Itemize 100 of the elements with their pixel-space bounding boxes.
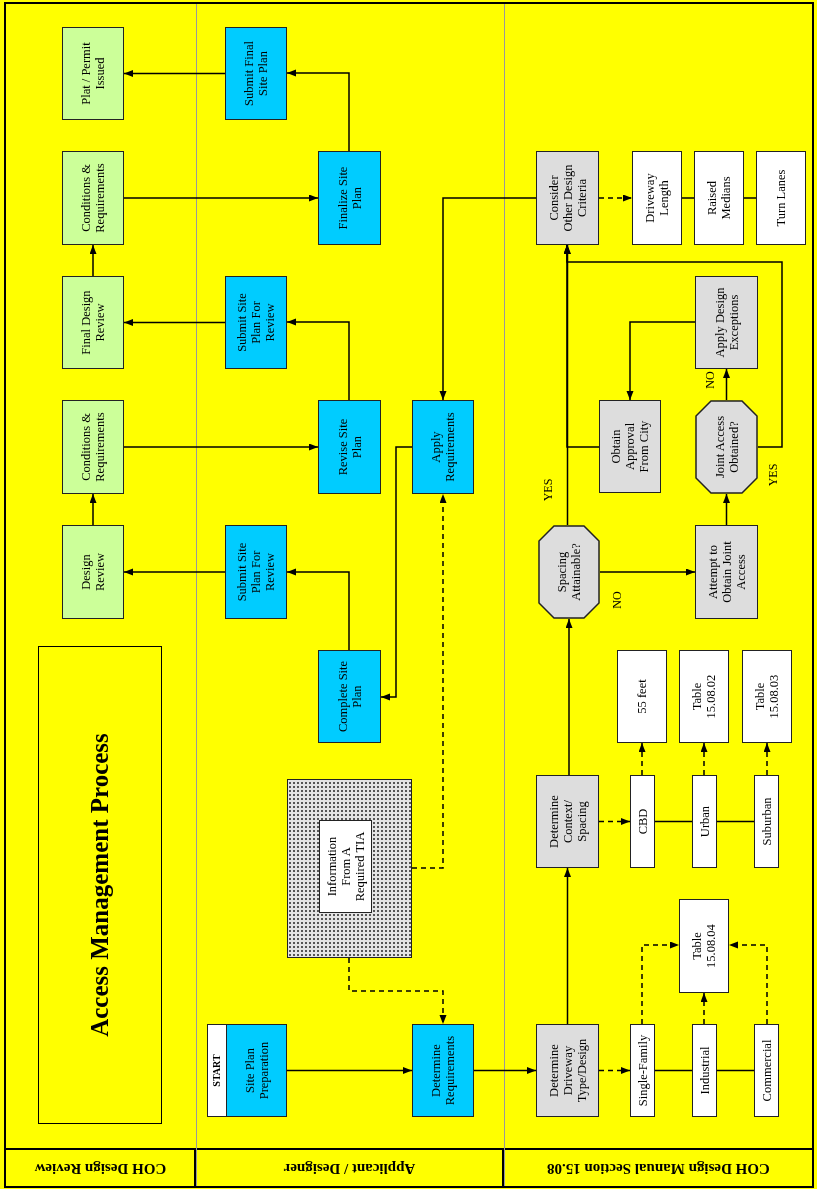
arrow — [565, 618, 573, 776]
node-label: Joint Access Obtained? — [712, 414, 741, 481]
arrow — [728, 941, 768, 1025]
process-box — [318, 400, 381, 494]
edge-label: YES — [542, 477, 554, 503]
node-label: Final Design Review — [79, 289, 107, 357]
node-label: Table 15.08.02 — [690, 673, 718, 721]
node-label: Raised Medians — [705, 175, 733, 222]
criteria-box — [754, 1024, 779, 1117]
arrow — [598, 1067, 631, 1074]
criteria-box — [692, 1024, 717, 1117]
node-label: Industrial — [697, 1045, 712, 1097]
arrow — [626, 321, 696, 401]
arrow — [123, 194, 319, 202]
swimlane — [197, 3, 505, 1187]
start-label: START — [208, 1025, 227, 1116]
node-label: Submit Site Plan For Review — [235, 541, 277, 604]
node-label: Table 15.08.04 — [690, 923, 718, 970]
process-box — [412, 400, 474, 494]
criteria-box — [694, 151, 744, 245]
arrow — [638, 742, 646, 776]
node-label: Apply Design Exceptions — [712, 286, 741, 360]
review-box — [62, 27, 124, 120]
swimlane — [6, 3, 197, 1187]
dotted-panel — [287, 779, 412, 958]
node-label: Submit Final Site Plan — [242, 40, 270, 108]
arrow — [123, 568, 226, 576]
node-label: Attempt to Obtain Joint Access — [705, 540, 748, 605]
node-label: Submit Site Plan For Review — [235, 292, 277, 354]
diagram-title: Access Management Process — [38, 646, 162, 1124]
process-box — [318, 650, 381, 743]
node-label: Spacing Attainable? — [555, 542, 583, 603]
arrow — [598, 194, 633, 202]
criteria-box — [754, 775, 779, 868]
node-label: Urban — [697, 804, 712, 840]
arrow — [411, 493, 447, 869]
process-box — [225, 276, 287, 369]
node-label: Driveway Length — [643, 172, 671, 225]
review-box — [62, 525, 124, 619]
edge-label: YES — [767, 462, 779, 488]
arrow — [763, 742, 771, 776]
arrow — [564, 867, 571, 1025]
node-label: Obtain Approval From City — [609, 419, 651, 475]
criteria-box — [632, 151, 682, 245]
node-label: Finalize Site Plan — [335, 165, 364, 232]
process-box — [536, 775, 599, 868]
arrow — [700, 742, 708, 776]
node-label: Complete Site Plan — [335, 659, 364, 735]
edge-label: NO — [611, 590, 623, 610]
arrow — [286, 69, 350, 152]
arrow — [700, 992, 708, 1025]
criteria-box — [692, 775, 717, 868]
arrow — [286, 568, 350, 651]
criteria-box — [742, 650, 792, 743]
process-box — [695, 276, 758, 369]
node-label: CBD — [635, 807, 650, 837]
criteria-box — [319, 820, 372, 913]
node-label: Design Review — [79, 551, 107, 594]
decision-octagon — [538, 525, 600, 619]
node-label: Commercial — [759, 1038, 774, 1104]
process-box — [695, 525, 758, 619]
lane-title: Applicant / Designer — [283, 1160, 416, 1177]
criteria-box — [630, 775, 655, 868]
arrow — [563, 244, 600, 448]
arrow — [286, 318, 350, 401]
arrow — [641, 941, 680, 1025]
node-label: Table 15.08.03 — [753, 673, 781, 721]
node-label: Single-Family — [635, 1033, 650, 1109]
process-box — [536, 1024, 599, 1117]
node-label: Determine Requirements — [429, 1034, 457, 1108]
node-label: Revise Site Plan — [335, 417, 364, 478]
arrow — [723, 368, 730, 401]
process-box — [225, 525, 287, 619]
connector-line — [743, 197, 757, 199]
lane-title: COH Design Manual Section 15.08 — [547, 1160, 770, 1177]
arrow — [123, 443, 319, 451]
connector-line — [716, 820, 755, 823]
start-box — [207, 1024, 287, 1117]
arrow — [598, 818, 631, 825]
arrow — [473, 1067, 537, 1074]
criteria-box — [679, 650, 729, 743]
arrow — [380, 446, 413, 701]
arrow — [123, 70, 226, 77]
connector-line — [654, 1069, 693, 1072]
arrow — [89, 493, 97, 526]
node-label: Conditions & Requirements — [79, 162, 107, 235]
node-label: Conditions & Requirements — [79, 411, 107, 484]
process-box — [318, 151, 381, 245]
process-box — [536, 151, 599, 245]
decision-octagon — [695, 400, 758, 494]
criteria-box — [756, 151, 806, 245]
arrow — [723, 493, 730, 526]
node-label: Determine Context/ Spacing — [546, 794, 589, 850]
arrow — [89, 244, 97, 277]
arrow — [123, 319, 226, 326]
node-label: Site Plan Preparation — [242, 1040, 271, 1102]
node-label: Turn Lanes — [774, 168, 788, 229]
arrow — [348, 957, 447, 1025]
arrow — [286, 1067, 413, 1074]
review-box — [62, 276, 124, 369]
